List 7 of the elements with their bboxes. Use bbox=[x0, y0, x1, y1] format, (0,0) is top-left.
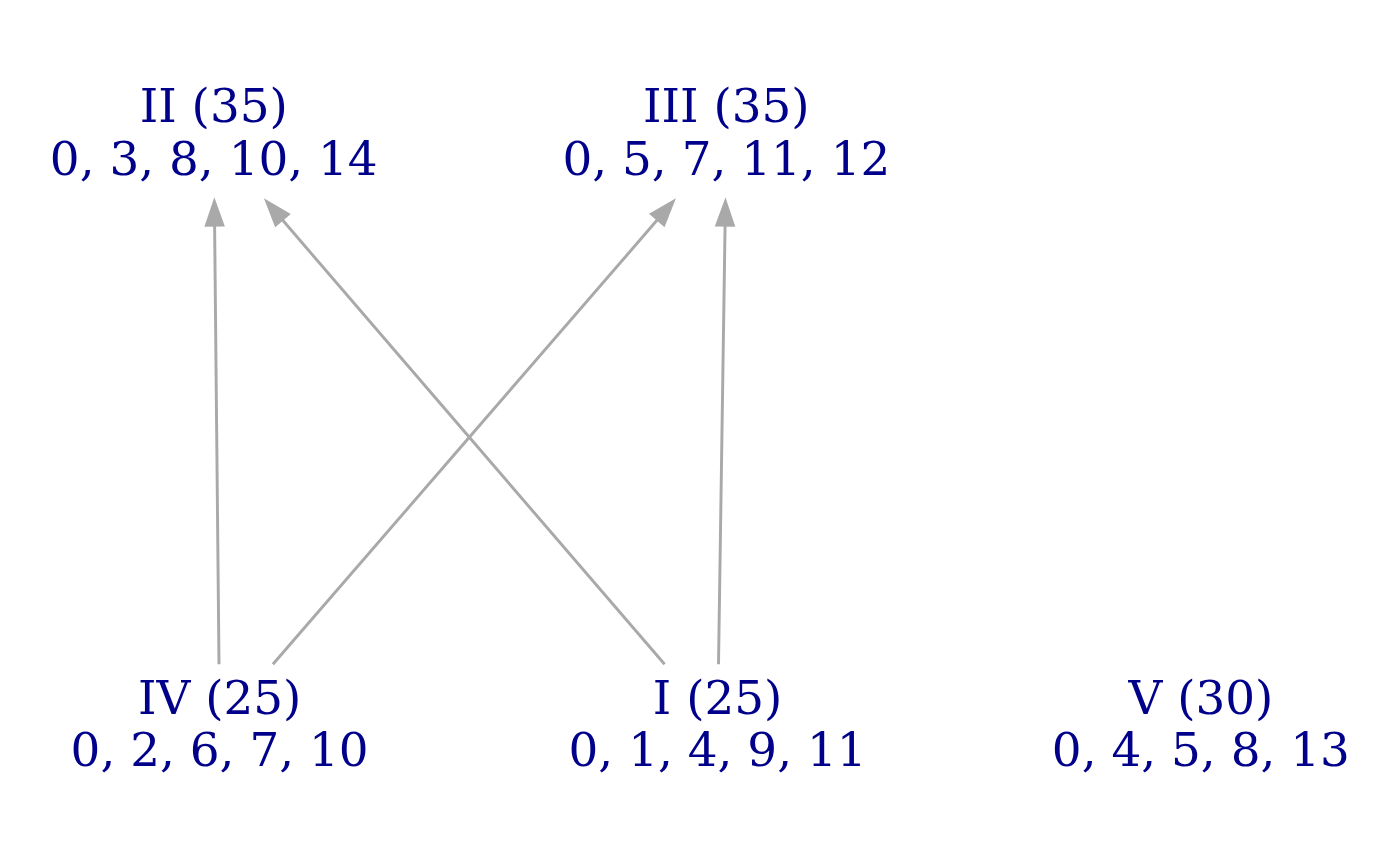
node-text: I (25) 0, 1, 4, 9, 11 bbox=[568, 670, 867, 778]
arrow bbox=[714, 197, 736, 665]
arrow bbox=[204, 197, 225, 665]
node-text: III (35) 0, 5, 7, 11, 12 bbox=[562, 78, 891, 186]
node-text: II (35) 0, 3, 8, 10, 14 bbox=[49, 78, 378, 186]
node-text: V (30) 0, 4, 5, 8, 13 bbox=[1051, 670, 1350, 778]
node-text: IV (25) 0, 2, 6, 7, 10 bbox=[70, 670, 369, 778]
